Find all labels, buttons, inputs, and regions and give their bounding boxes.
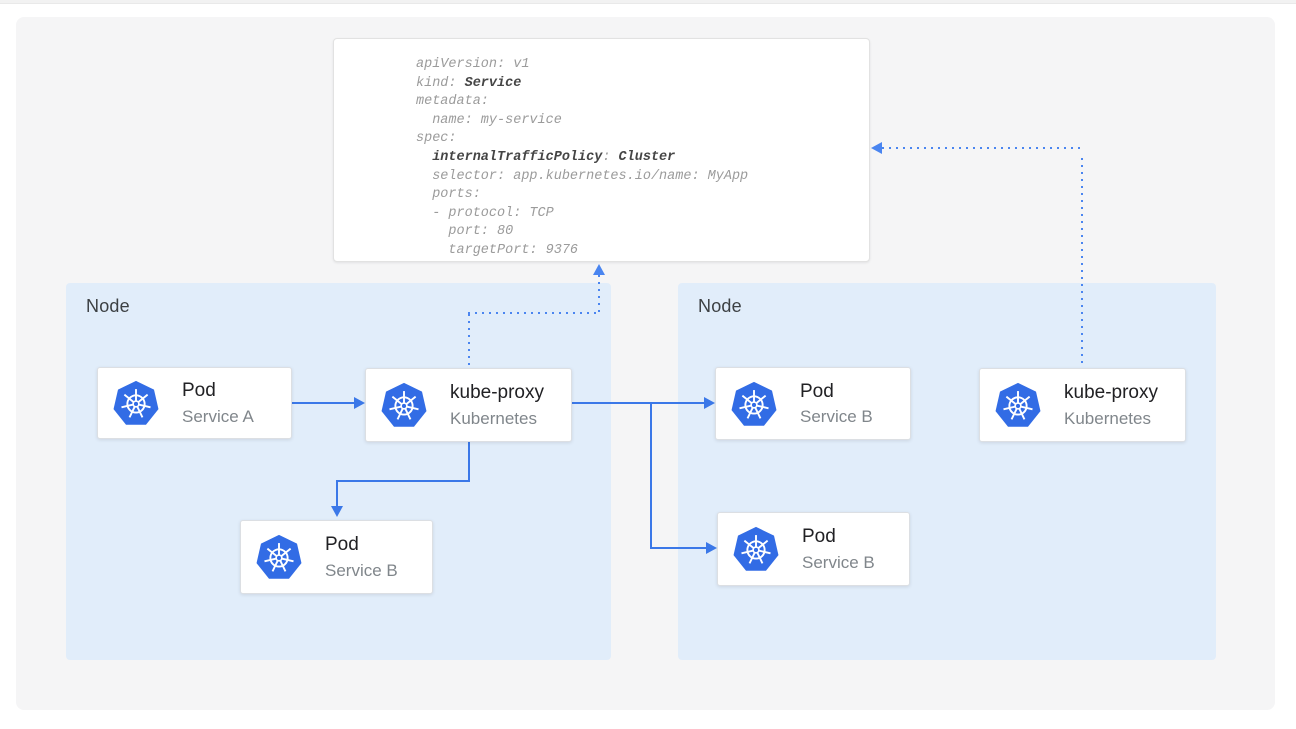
card-title: kube-proxy (450, 382, 544, 403)
yaml-line: spec: (416, 131, 457, 147)
card-subtitle: Service B (325, 560, 398, 580)
card-text: Pod Service B (802, 525, 875, 573)
arrow-segment (572, 402, 704, 404)
card-pod-service-b-right-top: Pod Service B (715, 367, 911, 440)
service-yaml-code: apiVersion: v1 kind: Service metadata: nam… (416, 56, 748, 261)
node-left-label: Node (86, 296, 130, 316)
card-title: Pod (182, 380, 216, 401)
kubernetes-icon (255, 533, 303, 581)
card-pod-service-b-left: Pod Service B (240, 520, 433, 594)
card-text: kube-proxy Kubernetes (450, 381, 544, 429)
card-title: Pod (800, 380, 834, 402)
service-yaml-card: apiVersion: v1 kind: Service metadata: nam… (333, 38, 870, 262)
arrow-segment (468, 442, 470, 482)
dotted-segment (468, 312, 600, 314)
arrowhead-right-icon (354, 397, 365, 409)
card-subtitle: Service B (800, 407, 873, 427)
card-pod-service-a: Pod Service A (97, 367, 292, 439)
arrowhead-right-icon (706, 542, 717, 554)
kubernetes-logo-icon (731, 381, 777, 426)
arrow-segment (336, 480, 470, 482)
kubernetes-icon (730, 380, 778, 428)
card-title: Pod (802, 526, 836, 547)
dotted-segment (598, 275, 600, 312)
kubernetes-logo-icon (256, 534, 302, 579)
card-title: Pod (325, 534, 359, 555)
card-text: Pod Service A (182, 379, 254, 427)
yaml-line: name: my-service (416, 112, 562, 128)
kubernetes-logo-icon (995, 382, 1041, 427)
dotted-segment (882, 147, 1082, 149)
card-title: kube-proxy (1064, 382, 1158, 403)
arrow-segment (336, 480, 338, 508)
arrowhead-left-icon (871, 142, 882, 154)
yaml-line: - protocol: TCP (416, 205, 554, 221)
kubernetes-icon (112, 379, 160, 427)
card-pod-service-b-right-bottom: Pod Service B (717, 512, 910, 586)
yaml-line: targetPort: 9376 (416, 242, 579, 258)
kubernetes-logo-icon (733, 526, 779, 571)
card-subtitle: Kubernetes (450, 408, 537, 428)
card-text: Pod Service B (800, 380, 873, 428)
top-divider (0, 0, 1296, 4)
card-text: kube-proxy Kubernetes (1064, 381, 1158, 429)
card-kube-proxy-right: kube-proxy Kubernetes (979, 368, 1186, 442)
arrowhead-down-icon (331, 506, 343, 517)
card-subtitle: Service A (182, 406, 254, 426)
node-right: Node (678, 283, 1216, 660)
arrowhead-right-icon (704, 397, 715, 409)
yaml-line: port: 80 (416, 224, 514, 240)
yaml-line: kind: Service (416, 75, 522, 91)
kubernetes-logo-icon (113, 380, 159, 425)
card-subtitle: Service B (802, 552, 875, 572)
yaml-line: selector: app.kubernetes.io/name: MyApp (416, 168, 749, 184)
kubernetes-logo-icon (381, 382, 427, 427)
card-text: Pod Service B (325, 533, 398, 581)
node-left: Node (66, 283, 611, 660)
arrow-segment (650, 402, 652, 549)
kubernetes-icon (994, 381, 1042, 429)
yaml-line: metadata: (416, 94, 489, 110)
yaml-line: apiVersion: v1 (416, 57, 530, 72)
kubernetes-icon (380, 381, 428, 429)
arrow-segment (292, 402, 356, 404)
card-subtitle: Kubernetes (1064, 408, 1151, 428)
kubernetes-icon (732, 525, 780, 573)
card-kube-proxy-left: kube-proxy Kubernetes (365, 368, 572, 442)
dotted-segment (468, 314, 470, 368)
yaml-line: ports: (416, 187, 481, 203)
node-right-label: Node (698, 296, 742, 316)
arrow-segment (650, 547, 706, 549)
arrowhead-up-icon (593, 264, 605, 275)
yaml-line: internalTrafficPolicy: Cluster (432, 149, 676, 165)
dotted-segment (1081, 158, 1083, 368)
